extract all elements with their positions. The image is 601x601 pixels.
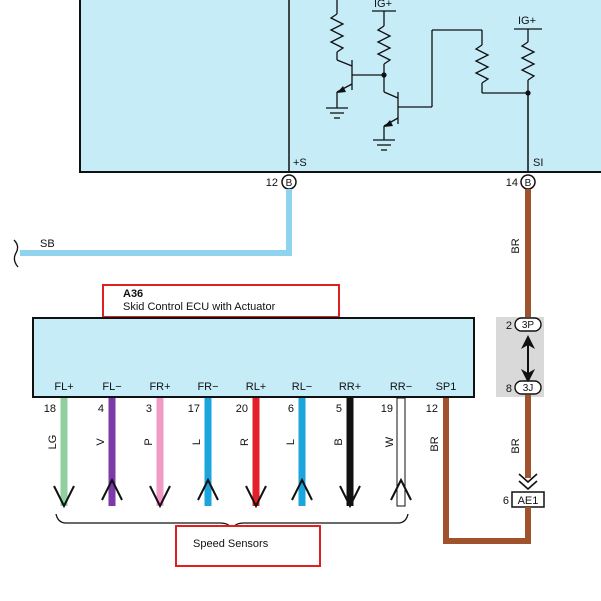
terminal-name: FR+ xyxy=(149,381,170,393)
pin-number: 12 xyxy=(266,177,278,189)
sb-wire-path xyxy=(20,189,292,256)
junction-top-pin-label: 3P xyxy=(522,320,535,331)
terminal-plus-s-label: +S xyxy=(293,157,307,169)
ig-label-2: IG+ xyxy=(518,15,536,27)
pin-number: 14 xyxy=(506,177,518,189)
speed-sensors-group: Speed Sensors xyxy=(55,513,409,567)
upper-ecu: IG+ IG+ +S SI xyxy=(79,0,601,173)
wire-color-code: V xyxy=(95,438,107,446)
terminal-name: FR− xyxy=(197,381,218,393)
arrow-up-icon xyxy=(390,477,412,501)
terminal-pin: 6 xyxy=(288,403,294,415)
terminal-pin: 12 xyxy=(426,403,438,415)
pin-letter: B xyxy=(286,178,293,189)
terminal-pin: 19 xyxy=(381,403,393,415)
junction-dot-2 xyxy=(525,90,531,96)
wire-color-code: W xyxy=(384,436,396,447)
sensor-terminals: FL+18LGFL−4VFR+3PFR−17LRL+20RRL−6LRR+5BR… xyxy=(44,381,457,509)
terminal-pin: 17 xyxy=(188,403,200,415)
skid-control-ecu: A36 Skid Control ECU with Actuator xyxy=(32,284,475,398)
br-wire-right: BR 2 3P 8 3J BR 6 AE1 xyxy=(443,189,545,544)
wire-color-code: L xyxy=(191,439,203,445)
ig-label-1: IG+ xyxy=(374,0,392,10)
terminal-name: RL+ xyxy=(246,381,267,393)
terminal-name: RL− xyxy=(292,381,313,393)
sb-wire: SB xyxy=(13,189,292,268)
junction-arrow-up xyxy=(521,335,535,349)
ae1-label: AE1 xyxy=(518,495,539,507)
wire-color-code: B xyxy=(333,438,345,445)
skid-ecu-title-box xyxy=(102,284,340,318)
junction-dot-1 xyxy=(381,72,387,78)
junction-top-pin-num: 2 xyxy=(506,320,512,332)
terminal-3: FR+ 3P xyxy=(143,381,171,509)
arrow-down-icon xyxy=(53,485,75,509)
arrow-up-icon xyxy=(291,477,313,501)
terminal-8: RR− 19W xyxy=(381,381,412,507)
terminal-name: FL+ xyxy=(54,381,73,393)
terminal-7: RR+ 5B xyxy=(333,381,361,509)
junction-bottom-pin-num: 8 xyxy=(506,383,512,395)
skid-ecu-code: A36 xyxy=(123,288,143,300)
terminal-pin: 3 xyxy=(146,403,152,415)
wire-color-code: L xyxy=(285,439,297,445)
terminal-6: RL− 6L xyxy=(285,381,313,506)
speed-sensors-label: Speed Sensors xyxy=(193,538,269,550)
junction-arrow-down xyxy=(521,369,535,383)
wire-color-code: R xyxy=(239,438,251,446)
pin-letter: B xyxy=(525,178,532,189)
arrow-up-icon xyxy=(101,477,123,501)
terminal-2: FL− 4V xyxy=(95,381,123,506)
transistor-arrow-1 xyxy=(337,86,346,93)
terminal-si-label: SI xyxy=(533,157,543,169)
terminal-5: RL+ 20R xyxy=(236,381,267,509)
terminal-pin: 20 xyxy=(236,403,248,415)
speed-sensors-box xyxy=(175,525,321,567)
ae1-chevron-1 xyxy=(518,473,538,484)
sp1-br-wire xyxy=(443,398,531,544)
terminal-name: RR− xyxy=(390,381,412,393)
ae1-chevron-2 xyxy=(518,480,538,491)
terminal-pin: 5 xyxy=(336,403,342,415)
terminal-name: FL− xyxy=(102,381,121,393)
wire-color-code: LG xyxy=(47,435,59,450)
wire xyxy=(396,397,406,507)
arrow-down-icon xyxy=(245,485,267,509)
transistor-arrow-2 xyxy=(384,120,393,127)
sb-wire-label: SB xyxy=(40,238,55,250)
skid-ecu-body xyxy=(32,317,475,398)
upper-pin-right: 14 B xyxy=(506,174,536,190)
br-wire-upper-label: BR xyxy=(510,238,522,253)
upper-pin-left: 12 B xyxy=(266,174,297,190)
arrow-down-icon xyxy=(149,485,171,509)
terminal-4: FR− 17L xyxy=(188,381,219,506)
terminal-pin: 18 xyxy=(44,403,56,415)
terminal-name: SP1 xyxy=(436,381,457,393)
wire-break-mark xyxy=(13,239,19,268)
junction-bottom-pin-label: 3J xyxy=(523,383,534,394)
wire-color-code: BR xyxy=(429,436,441,451)
junction-bottom-pin-badge xyxy=(514,380,542,395)
arrow-down-icon xyxy=(339,485,361,509)
internal-circuit xyxy=(326,0,542,151)
terminal-name: RR+ xyxy=(339,381,361,393)
br-wire-lower-label: BR xyxy=(510,438,522,453)
wire-color-code: P xyxy=(143,438,155,445)
ae1-pin-num: 6 xyxy=(503,495,509,507)
skid-ecu-name: Skid Control ECU with Actuator xyxy=(123,301,276,313)
junction-top-pin-badge xyxy=(514,317,542,332)
arrow-up-icon xyxy=(197,477,219,501)
terminal-pin: 4 xyxy=(98,403,104,415)
